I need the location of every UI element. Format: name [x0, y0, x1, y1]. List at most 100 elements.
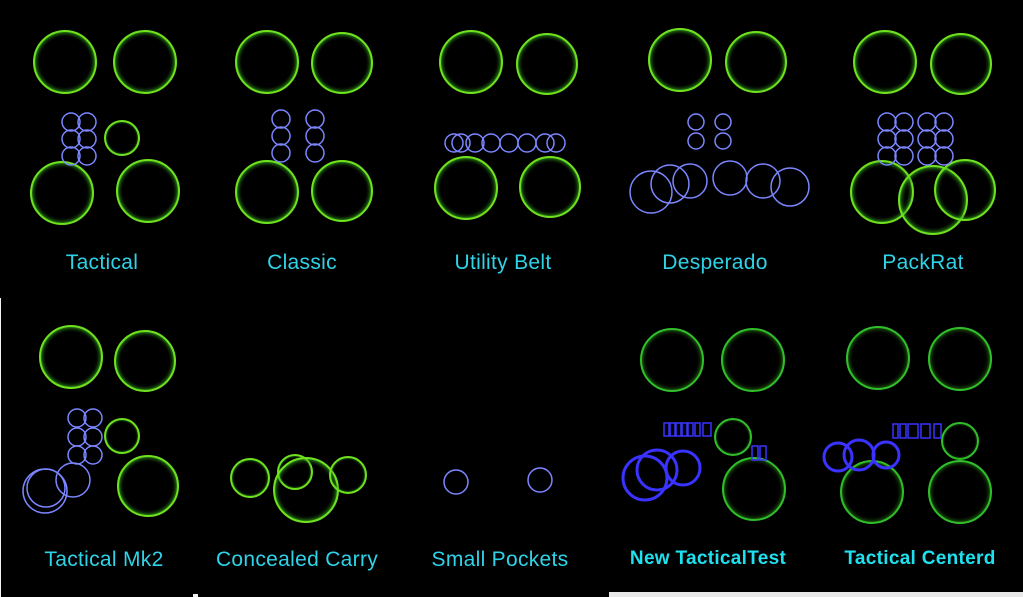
blue-ring-icon [934, 146, 954, 166]
large-ring-glow-icon [34, 31, 96, 93]
large-ring-glow-icon [854, 31, 916, 93]
large-ring-glow-icon [31, 162, 93, 224]
large-ring-glow-icon [942, 423, 978, 459]
blue-ring-icon [61, 129, 81, 149]
tile-label-packrat[interactable]: PackRat [882, 251, 964, 274]
tile-label-tactical-centerd[interactable]: Tactical Centerd [844, 548, 996, 569]
green-ring-icon [853, 30, 917, 94]
blue-ring-icon [877, 112, 897, 132]
blue-ring-icon [664, 449, 702, 487]
blue-ring-icon [687, 113, 705, 131]
blue-ring-icon [917, 146, 937, 166]
green-ring-icon [329, 456, 367, 494]
blue-ring-icon [894, 112, 914, 132]
blue-ring-icon [61, 146, 81, 166]
green-ring-icon [311, 160, 373, 222]
green-ring-icon [721, 328, 785, 392]
blue-ring-icon [305, 109, 325, 129]
green-ring-icon [33, 30, 97, 94]
large-ring-glow-icon [722, 329, 784, 391]
tile-background[interactable] [195, 298, 405, 595]
tile-concealed-carry[interactable] [195, 298, 405, 595]
green-ring-icon [640, 328, 704, 392]
tile-small-pockets[interactable] [405, 298, 610, 595]
large-ring-glow-icon [935, 160, 995, 220]
blue-ring-icon [917, 112, 937, 132]
large-ring-glow-icon [715, 419, 751, 455]
large-ring-glow-icon [40, 326, 102, 388]
large-ring-glow-icon [117, 160, 179, 222]
blue-ring-icon [745, 163, 781, 199]
green-ring-icon [114, 330, 176, 392]
blue-ring-icon [770, 167, 810, 207]
large-ring-glow-icon [726, 32, 786, 92]
tile-label-classic[interactable]: Classic [267, 251, 337, 274]
large-ring-glow-icon [236, 161, 298, 223]
slot-rect-icon [907, 423, 919, 439]
tile-tactical-centerd[interactable] [815, 298, 1023, 593]
bottom-edge-strip-left [193, 594, 198, 597]
blue-ring-icon [26, 468, 66, 508]
blue-ring-icon [77, 129, 97, 149]
tile-label-small-pockets[interactable]: Small Pockets [431, 548, 569, 571]
large-ring-glow-icon [929, 328, 991, 390]
tile-label-new-tacticaltest[interactable]: New TacticalTest [629, 548, 787, 569]
large-ring-glow-icon [517, 34, 577, 94]
blue-ring-icon [55, 462, 91, 498]
tile-label-tactical[interactable]: Tactical [65, 251, 139, 274]
green-ring-icon [311, 32, 373, 94]
large-ring-glow-icon [931, 34, 991, 94]
tile-label-desperado[interactable]: Desperado [662, 251, 768, 274]
large-ring-glow-icon [929, 461, 991, 523]
blue-ring-icon [271, 126, 291, 146]
blue-ring-icon [527, 467, 553, 493]
blue-ring-icon [451, 133, 471, 153]
left-edge-strip [0, 298, 1, 597]
green-ring-icon [439, 30, 503, 94]
large-ring-glow-icon [520, 157, 580, 217]
green-ring-icon [104, 418, 140, 454]
tile-tactical-mk2[interactable] [0, 298, 195, 595]
green-ring-icon [113, 30, 177, 94]
blue-ring-icon [635, 448, 679, 492]
tile-packrat[interactable] [820, 0, 1023, 298]
slot-rect-icon [663, 422, 670, 437]
tile-tactical[interactable] [0, 0, 200, 298]
blue-ring-icon [77, 146, 97, 166]
large-ring-glow-icon [105, 121, 139, 155]
blue-ring-icon [77, 112, 97, 132]
blue-ring-icon [535, 133, 555, 153]
tile-new-tacticaltest[interactable] [610, 298, 815, 593]
green-ring-icon [846, 326, 910, 390]
green-ring-icon [516, 33, 578, 95]
green-ring-icon [116, 159, 180, 223]
slot-rect-icon [759, 445, 767, 461]
large-ring-glow-icon [649, 29, 711, 91]
blue-ring-icon [672, 163, 708, 199]
blue-ring-icon [934, 129, 954, 149]
blue-ring-icon [650, 164, 690, 204]
bottom-edge-strip-right [609, 592, 1023, 597]
green-ring-icon [722, 457, 786, 521]
large-ring-glow-icon [114, 31, 176, 93]
blue-ring-icon [83, 408, 103, 428]
tile-background[interactable] [610, 0, 820, 298]
large-ring-glow-icon [312, 161, 372, 221]
blue-ring-icon [714, 132, 732, 150]
large-ring-glow-icon [105, 419, 139, 453]
tile-desperado[interactable] [610, 0, 820, 298]
tile-classic[interactable] [200, 0, 410, 298]
tile-background[interactable] [200, 0, 410, 298]
blue-ring-icon [934, 112, 954, 132]
large-ring-glow-icon [274, 458, 338, 522]
tile-label-tactical-mk2[interactable]: Tactical Mk2 [44, 548, 164, 571]
tile-background[interactable] [405, 298, 610, 595]
slot-rect-icon [933, 423, 942, 439]
green-ring-icon [941, 422, 979, 460]
tile-label-concealed-carry[interactable]: Concealed Carry [215, 548, 379, 571]
blue-ring-icon [894, 129, 914, 149]
large-ring-glow-icon [118, 456, 178, 516]
tile-label-utility-belt[interactable]: Utility Belt [454, 251, 552, 274]
tile-utility-belt[interactable] [410, 0, 610, 298]
slot-rect-icon [892, 423, 899, 439]
